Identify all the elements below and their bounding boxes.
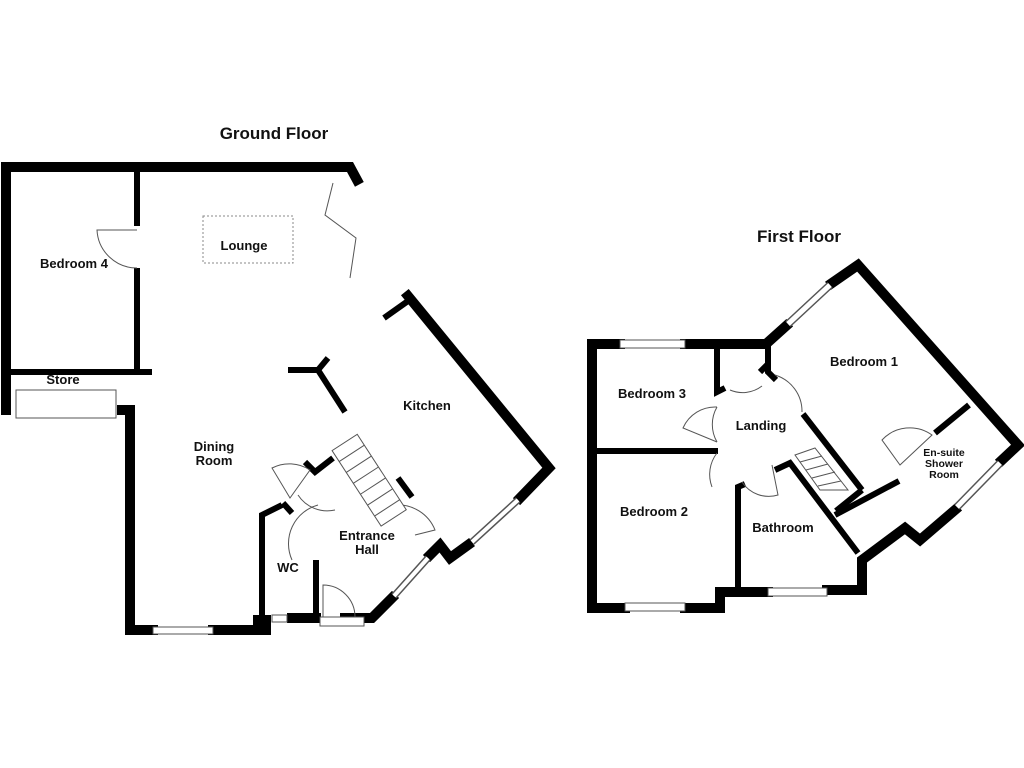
room-label-lounge: Lounge <box>221 238 268 253</box>
room-label-bathroom: Bathroom <box>752 520 813 535</box>
room-label-ensuite-1: En-suite <box>923 447 965 459</box>
bedroom2-window <box>624 602 686 612</box>
bifold-doors <box>324 182 357 279</box>
room-label-bedroom2: Bedroom 2 <box>620 504 688 519</box>
first-floor-windows <box>619 282 1003 612</box>
room-label-dining-1: Dining <box>194 439 234 454</box>
lounge-rug <box>202 215 294 264</box>
first-floor-walls <box>587 258 1024 613</box>
hall-door[interactable] <box>297 494 336 512</box>
ensuite-door[interactable] <box>881 427 933 466</box>
dining-door[interactable] <box>271 463 311 499</box>
bedroom3-door[interactable] <box>711 406 718 443</box>
ground-floor-doors <box>96 229 436 618</box>
room-label-landing: Landing <box>736 418 787 433</box>
room-label-kitchen: Kitchen <box>403 398 451 413</box>
room-label-bedroom3: Bedroom 3 <box>618 386 686 401</box>
ground-floor-plan: Ground Floor <box>1 124 556 635</box>
room-label-entrance-1: Entrance <box>339 528 395 543</box>
ground-floor-walls <box>1 162 556 635</box>
first-floor-stairs <box>794 447 850 491</box>
bedroom4-door[interactable] <box>96 229 138 269</box>
dining-window <box>152 626 214 635</box>
bedroom2-door[interactable] <box>709 452 718 488</box>
store-door-window <box>15 389 117 419</box>
room-label-wc: WC <box>277 560 299 575</box>
front-door <box>319 616 365 627</box>
first-floor-plan: First Floor <box>587 227 1024 613</box>
wc-window <box>271 614 288 623</box>
room-label-dining-2: Room <box>196 453 233 468</box>
bathroom-window <box>767 587 828 597</box>
first-floor-title: First Floor <box>757 227 841 246</box>
ground-floor-windows <box>15 182 521 635</box>
front-door-swing[interactable] <box>322 584 356 618</box>
cupboard-door[interactable] <box>729 385 763 394</box>
room-label-bedroom1: Bedroom 1 <box>830 354 898 369</box>
first-floor-doors <box>682 374 933 497</box>
bedroom3-window <box>619 339 686 349</box>
bedroom1-door[interactable] <box>774 374 803 413</box>
ground-floor-stairs <box>331 433 407 527</box>
wc-door[interactable] <box>288 504 319 561</box>
first-floor-labels: Bedroom 1 Bedroom 3 Landing Bedroom 2 Ba… <box>618 354 965 535</box>
ground-floor-labels: Bedroom 4 Lounge Store Kitchen Dining Ro… <box>40 238 451 575</box>
room-label-ensuite-3: Room <box>929 469 959 481</box>
bathroom-door[interactable] <box>741 464 779 497</box>
room-label-store: Store <box>46 372 79 387</box>
room-label-entrance-2: Hall <box>355 542 379 557</box>
room-label-ensuite-2: Shower <box>925 458 963 470</box>
room-label-bedroom4: Bedroom 4 <box>40 256 109 271</box>
ground-floor-title: Ground Floor <box>220 124 329 143</box>
